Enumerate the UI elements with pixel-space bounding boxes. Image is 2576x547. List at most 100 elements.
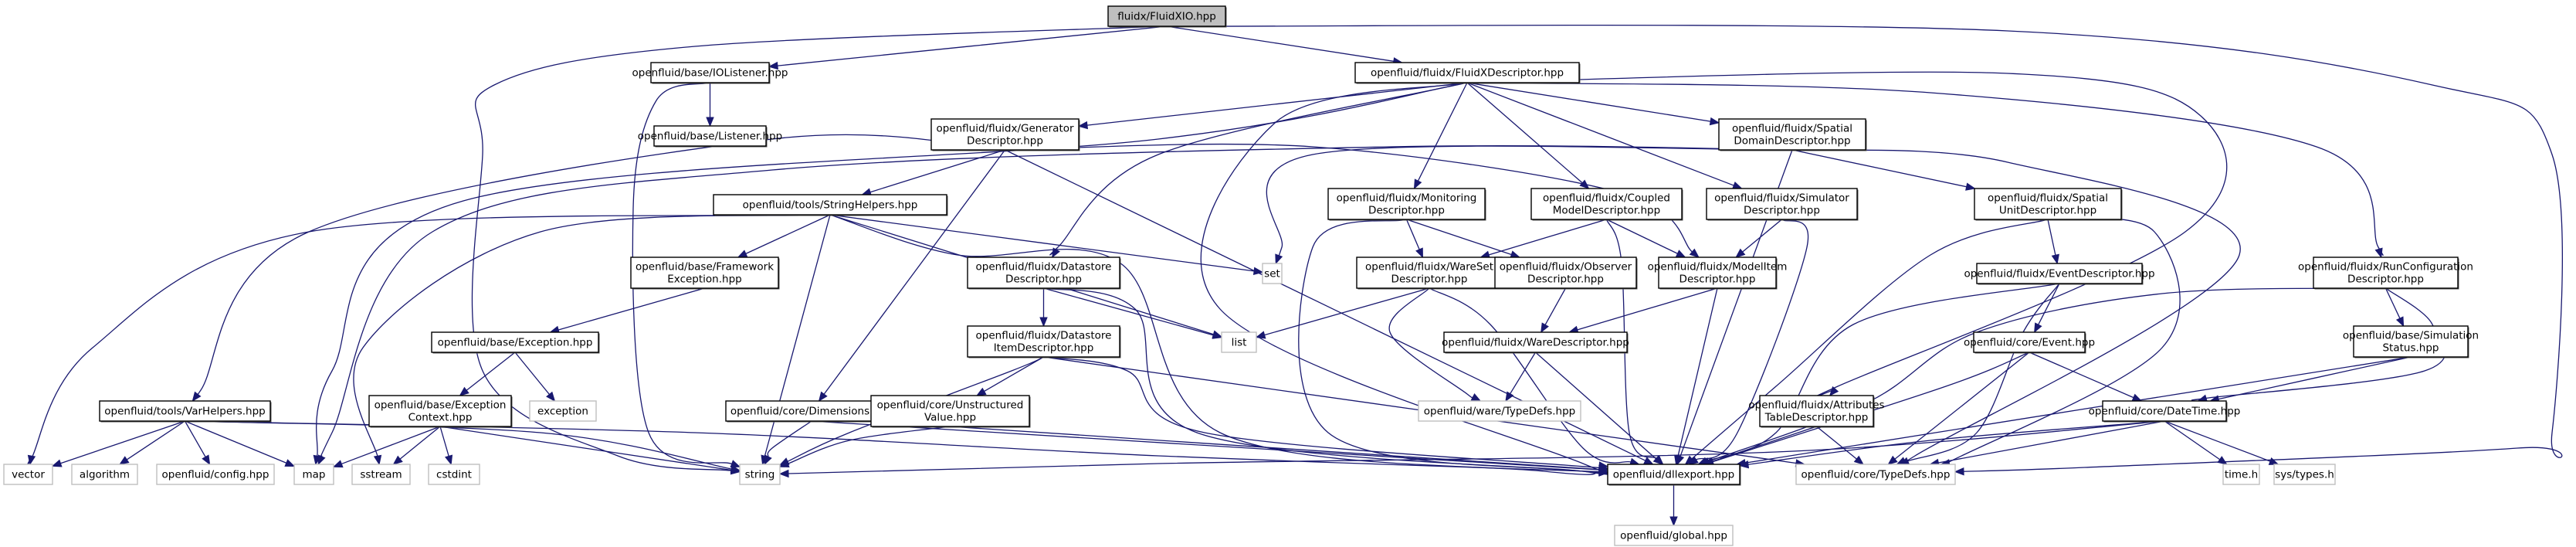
node-box bbox=[293, 464, 334, 485]
node-datastoreitem[interactable]: openfluid/fluidx/DatastoreItemDescriptor… bbox=[967, 325, 1121, 358]
node-box bbox=[351, 464, 411, 485]
edge-stringhelpers-to-vector bbox=[25, 214, 831, 467]
arrowhead-spatialdomain-to-set bbox=[1275, 253, 1283, 265]
node-spatialunit[interactable]: openfluid/fluidx/SpatialUnitDescriptor.h… bbox=[1974, 188, 2123, 221]
node-monitoring[interactable]: openfluid/fluidx/MonitoringDescriptor.hp… bbox=[1327, 188, 1486, 221]
edge-spatialdomain-to-coretypedefs bbox=[1791, 149, 2241, 473]
edge-dimensions-to-string bbox=[767, 420, 812, 457]
edge-stringhelpers-to-dllexport bbox=[829, 214, 1600, 475]
edge-fluidxdesc-to-simulator bbox=[1466, 82, 1734, 186]
node-label: openfluid/fluidx/Monitoring bbox=[1337, 192, 1477, 205]
node-waredesc[interactable]: openfluid/fluidx/WareDescriptor.hpp bbox=[1442, 331, 1629, 354]
node-dllexport[interactable]: openfluid/dllexport.hpp bbox=[1607, 464, 1741, 486]
node-label: openfluid/base/IOListener.hpp bbox=[632, 67, 788, 80]
node-root[interactable]: fluidx/FluidXIO.hpp bbox=[1107, 5, 1227, 28]
node-label: openfluid/fluidx/FluidXDescriptor.hpp bbox=[1371, 67, 1564, 80]
node-box bbox=[1418, 400, 1581, 422]
node-exception[interactable]: openfluid/base/Exception.hpp bbox=[431, 331, 600, 354]
edge-fluidxdesc-to-map bbox=[316, 82, 1468, 457]
node-attrtable[interactable]: openfluid/fluidx/AttributesTableDescript… bbox=[1748, 395, 1885, 428]
node-box bbox=[1614, 525, 1734, 546]
node-box bbox=[99, 400, 271, 422]
node-listener[interactable]: openfluid/base/Listener.hpp bbox=[638, 125, 782, 148]
edge-spatialdomain-to-spatialunit bbox=[1791, 149, 1967, 188]
node-string: string bbox=[739, 464, 781, 485]
node-label: openfluid/config.hpp bbox=[162, 469, 269, 481]
node-box bbox=[1530, 188, 1683, 220]
edge-runconfig-to-datetime bbox=[2191, 287, 2446, 401]
node-event[interactable]: openfluid/core/Event.hpp bbox=[1964, 331, 2095, 354]
arrowhead-gendesc-to-dimensions bbox=[818, 391, 828, 403]
node-label: openfluid/fluidx/WareSet bbox=[1365, 261, 1493, 274]
arrowhead-iolistener-to-string bbox=[730, 460, 741, 468]
arrowhead-datastoreitem-to-unstructured bbox=[975, 387, 987, 396]
edge-fluidxdesc-to-gendesc bbox=[1086, 82, 1468, 126]
node-box bbox=[870, 395, 1030, 427]
node-box bbox=[725, 400, 898, 422]
edge-simulator-to-modelitem bbox=[1742, 219, 1782, 253]
node-box bbox=[529, 400, 597, 422]
edge-fluidxdesc-to-coupled bbox=[1466, 82, 1583, 184]
edge-attrtable-to-dllexport bbox=[1711, 426, 1817, 463]
node-stringhelpers[interactable]: openfluid/tools/StringHelpers.hpp bbox=[713, 194, 948, 216]
node-label: time.h bbox=[2225, 469, 2258, 481]
arrowhead-datetime-to-timeh bbox=[2217, 456, 2228, 465]
node-label: openfluid/fluidx/Coupled bbox=[1543, 192, 1670, 205]
node-label: openfluid/fluidx/WareDescriptor.hpp bbox=[1442, 337, 1629, 349]
edge-fluidxdesc-to-dllexport bbox=[1200, 82, 1616, 477]
node-cstdint: cstdint bbox=[428, 464, 480, 485]
edge-wareset-to-dllexport bbox=[1429, 287, 1632, 464]
edge-spatialunit-to-dllexport bbox=[1691, 219, 2049, 460]
arrowhead-root-to-iolistener bbox=[768, 61, 778, 70]
node-box bbox=[2102, 400, 2227, 422]
edge-gendesc-to-dimensions bbox=[823, 149, 1006, 395]
edge-spatialdomain-to-dllexport bbox=[1679, 149, 1793, 457]
node-label: openfluid/ware/TypeDefs.hpp bbox=[1424, 406, 1576, 418]
node-label: openfluid/base/Listener.hpp bbox=[638, 131, 782, 143]
edge-exccontext-to-cstdint bbox=[439, 426, 449, 457]
edge-varhelpers-to-vector bbox=[60, 420, 185, 464]
node-timeh: time.h bbox=[2222, 464, 2260, 485]
node-eventdesc[interactable]: openfluid/fluidx/EventDescriptor.hpp bbox=[1964, 263, 2155, 285]
node-box bbox=[739, 464, 781, 485]
node-coupled[interactable]: openfluid/fluidx/CoupledModelDescriptor.… bbox=[1530, 188, 1683, 221]
node-label: openfluid/fluidx/Datastore bbox=[976, 330, 1112, 342]
node-label: vector bbox=[12, 469, 45, 481]
node-label: Exception.hpp bbox=[667, 274, 741, 286]
arrowhead-iolistener-to-listener bbox=[706, 117, 714, 127]
node-global: openfluid/global.hpp bbox=[1614, 525, 1734, 546]
edge-gendesc-to-stringhelpers bbox=[869, 149, 1005, 193]
arrowhead-event-to-coretypedefs bbox=[1887, 455, 1898, 465]
node-fluidxdesc[interactable]: openfluid/fluidx/FluidXDescriptor.hpp bbox=[1354, 62, 1581, 84]
node-label: openfluid/fluidx/ModelItem bbox=[1648, 261, 1788, 274]
edge-coupled-to-wareset bbox=[1488, 219, 1607, 256]
node-box bbox=[1718, 118, 1866, 151]
node-dimensions[interactable]: openfluid/core/Dimensions.hpp bbox=[725, 400, 899, 423]
node-runconfig[interactable]: openfluid/fluidx/RunConfigurationDescrip… bbox=[2298, 257, 2473, 290]
node-box bbox=[967, 325, 1120, 358]
edge-monitoring-to-wareset bbox=[1405, 219, 1420, 250]
node-datetime[interactable]: openfluid/core/DateTime.hpp bbox=[2089, 400, 2241, 423]
node-iolistener[interactable]: openfluid/base/IOListener.hpp bbox=[632, 62, 788, 84]
node-algorithm: algorithm bbox=[71, 464, 138, 485]
node-spatialdomain[interactable]: openfluid/fluidx/SpatialDomainDescriptor… bbox=[1718, 118, 1867, 151]
node-box bbox=[713, 194, 947, 216]
arrowhead-datastore-to-datastoreitem bbox=[1039, 317, 1048, 328]
arrowhead-gendesc-to-varhelpers bbox=[192, 391, 202, 403]
node-label: Descriptor.hpp bbox=[1527, 274, 1604, 286]
node-varhelpers[interactable]: openfluid/tools/VarHelpers.hpp bbox=[99, 400, 272, 423]
arrowhead-exception-to-exccontext bbox=[459, 386, 469, 396]
node-box bbox=[1354, 62, 1580, 83]
node-box bbox=[967, 257, 1120, 289]
node-box bbox=[1221, 331, 1257, 353]
